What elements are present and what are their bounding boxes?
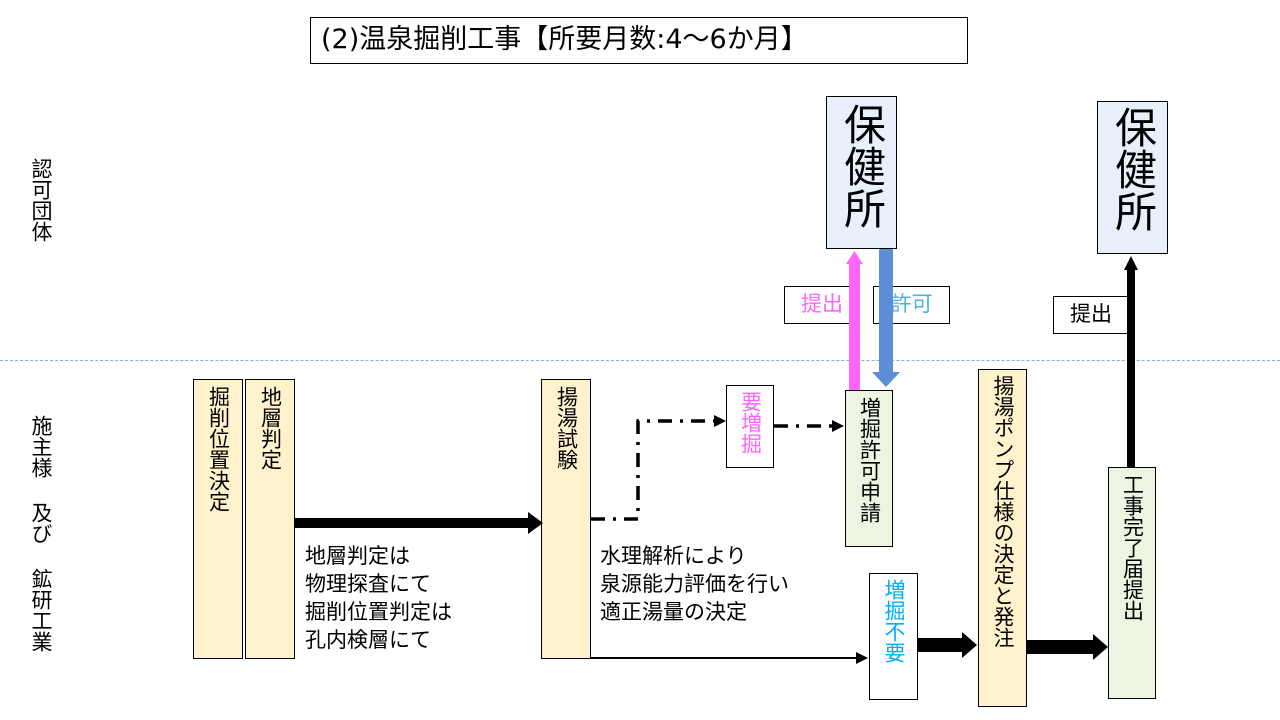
- lane-divider: [0, 360, 1280, 361]
- pump-spec-order-box: 揚湯ポンプ仕様の決定と発注: [978, 369, 1027, 707]
- strata-judgement-box: 地層判定: [245, 379, 295, 659]
- arrow-needed-to-application-head: [832, 420, 844, 432]
- permit-arrow-head: [872, 372, 900, 387]
- arrow-test-to-needed: [591, 419, 715, 521]
- submit-arrow-1: [849, 262, 860, 390]
- lane-label-client: 施主様 及び 鉱研工業: [29, 414, 53, 652]
- arrow-pump-to-completion-head: [1093, 634, 1108, 660]
- extra-drilling-permit-application-box: 増掘許可申請: [845, 390, 893, 547]
- permit-arrow: [879, 249, 893, 374]
- submit-arrow-2-head: [1124, 256, 1138, 270]
- diagram-title: (2)温泉掘削工事【所要月数:4〜6か月】: [310, 17, 968, 64]
- arrow-test-to-not-needed-head: [856, 652, 868, 664]
- health-center-box-2: 保健所: [1097, 101, 1168, 254]
- extra-drilling-needed-box: 要増掘: [726, 385, 774, 468]
- arrow-not-needed-to-pump-head: [962, 632, 977, 658]
- arrow-pump-to-completion: [1027, 640, 1095, 654]
- hydraulic-note: 水理解析により 泉源能力評価を行い 適正湯量の決定: [600, 544, 789, 624]
- arrow-test-to-needed-head: [714, 415, 726, 427]
- drilling-position-box: 掘削位置決定: [193, 379, 243, 659]
- no-extra-drilling-box: 増掘不要: [869, 573, 918, 700]
- pumping-test-box: 揚湯試験: [541, 379, 591, 659]
- health-center-box-1: 保健所: [826, 96, 897, 249]
- submit-label-2: 提出: [1053, 296, 1129, 334]
- lane-label-authority: 認可団体: [29, 158, 53, 242]
- arrow-not-needed-to-pump: [918, 638, 964, 652]
- arrow-strata-to-test-head: [528, 512, 543, 534]
- submit-arrow-2: [1127, 268, 1135, 467]
- completion-report-box: 工事完了届提出: [1108, 467, 1156, 699]
- strata-note: 地層判定は 物理探査にて 掘削位置判定は 孔内検層にて: [305, 544, 452, 652]
- submit-arrow-1-head: [846, 251, 863, 264]
